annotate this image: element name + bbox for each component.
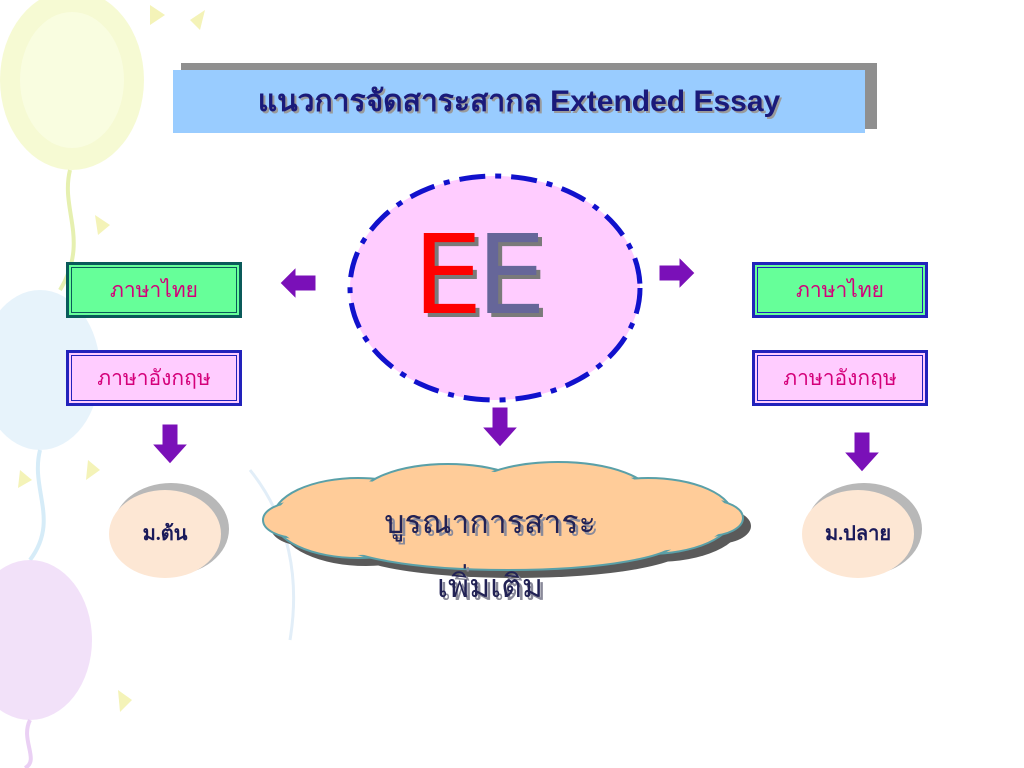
arrow-right-icon (658, 255, 696, 291)
arrow-down-icon (842, 431, 882, 473)
right-english-box: ภาษาอังกฤษ (752, 350, 928, 406)
balloon-purple-icon (0, 560, 92, 768)
arrow-down-icon (480, 406, 520, 448)
level-label-left: ม.ต้น (142, 523, 188, 545)
left-thai-box: ภาษาไทย (66, 262, 242, 318)
level-circle-left (109, 483, 229, 578)
ee-circle (347, 173, 643, 403)
arrow-down-icon (150, 423, 190, 465)
streamer-icon (248, 469, 296, 641)
level-label-right: ม.ปลาย (824, 523, 892, 545)
left-english-box: ภาษาอังกฤษ (66, 350, 242, 406)
left-english-label: ภาษาอังกฤษ (97, 365, 211, 390)
balloon-blue-icon (0, 290, 100, 562)
ee-logo: EE (413, 220, 588, 350)
cloud-label-line-2: เพิ่มเติม (437, 568, 543, 604)
arrow-left-icon (279, 265, 317, 301)
title-banner: แนวการจัดสาระสากล Extended Essay (173, 70, 865, 133)
right-english-label: ภาษาอังกฤษ (783, 365, 897, 390)
cloud-label-line-1: บูรณาการสาระ (384, 504, 596, 540)
ee-letter-slate: E (476, 211, 546, 339)
left-thai-label: ภาษาไทย (110, 277, 198, 302)
ee-letter-red: E (413, 211, 482, 339)
right-thai-label: ภาษาไทย (796, 277, 884, 302)
level-circle-right (802, 483, 922, 578)
right-thai-box: ภาษาไทย (752, 262, 928, 318)
cloud-label: บูรณาการสาระ เพิ่มเติม (340, 490, 640, 618)
balloon-yellow-icon (0, 0, 144, 292)
page-title: แนวการจัดสาระสากล Extended Essay (257, 85, 781, 118)
cloud-shape (262, 461, 751, 578)
